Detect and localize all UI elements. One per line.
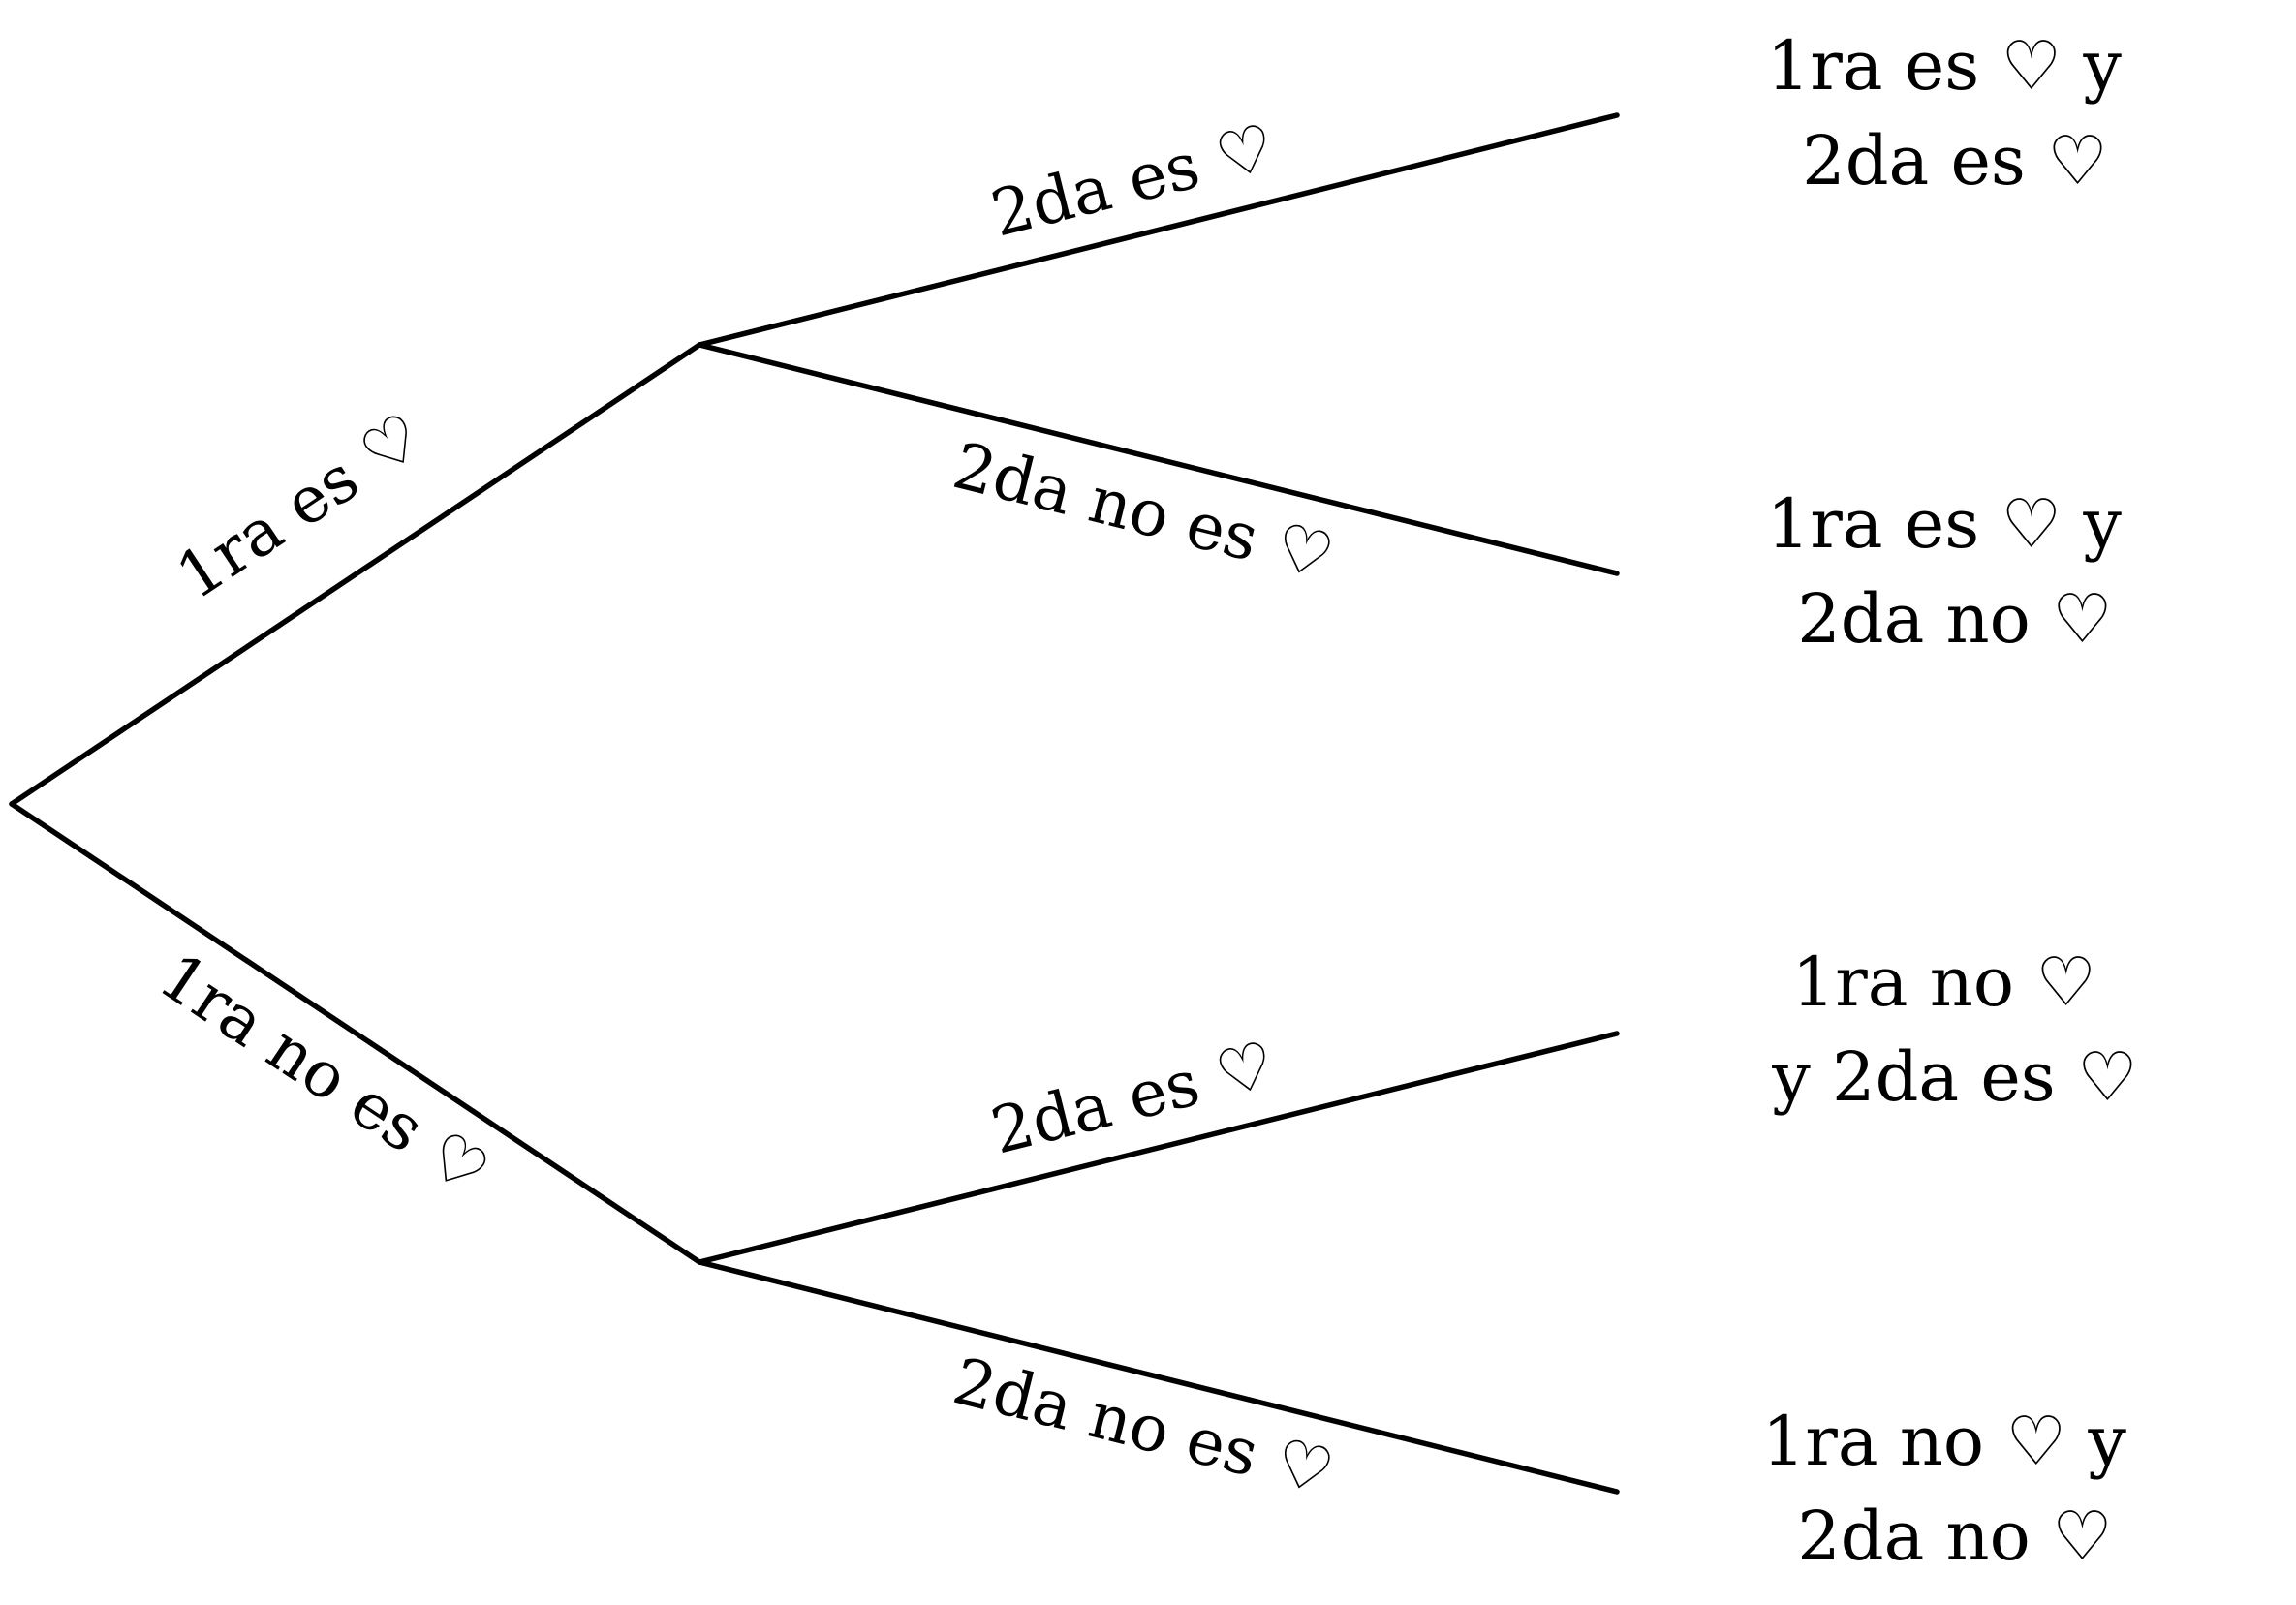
outcome-label: 1ra es ♡ y 2da no ♡ — [1767, 484, 2143, 659]
branch-label-upper-second-heart: 2da es ♡ — [984, 109, 1282, 252]
branch-label-first-heart: 1ra es ♡ — [164, 398, 436, 614]
outcome-line: 2da no ♡ — [1797, 1497, 2113, 1576]
outcome-line: 1ra no ♡ — [1792, 942, 2096, 1022]
outcome-label: 1ra no ♡ y 2da es ♡ — [1771, 942, 2137, 1117]
branch-line-lower-second-heart — [697, 1031, 1620, 1265]
outcome-line: 1ra no ♡ y — [1762, 1402, 2126, 1481]
branch-line-upper-second-heart — [697, 112, 1620, 348]
outcome-label: 1ra no ♡ y 2da no ♡ — [1762, 1402, 2148, 1576]
outcome-line: 2da es ♡ — [1802, 121, 2108, 201]
outcome-line: 1ra es ♡ y — [1767, 484, 2123, 564]
outcome-line: y 2da es ♡ — [1771, 1037, 2137, 1117]
branch-line-first-heart — [9, 342, 702, 807]
branch-label-lower-second-heart: 2da es ♡ — [984, 1027, 1282, 1169]
branch-line-lower-second-not-heart — [697, 1259, 1620, 1495]
outcome-line: 1ra es ♡ y — [1767, 26, 2123, 106]
branch-label-first-not-heart: 1ra no es ♡ — [146, 939, 502, 1211]
branch-line-first-not-heart — [9, 801, 702, 1265]
branch-line-upper-second-not-heart — [697, 342, 1620, 576]
outcome-label: 1ra es ♡ y 2da es ♡ — [1767, 26, 2143, 201]
branch-label-lower-second-not-heart: 2da no es ♡ — [946, 1343, 1342, 1510]
outcome-line: 2da no ♡ — [1797, 579, 2113, 659]
